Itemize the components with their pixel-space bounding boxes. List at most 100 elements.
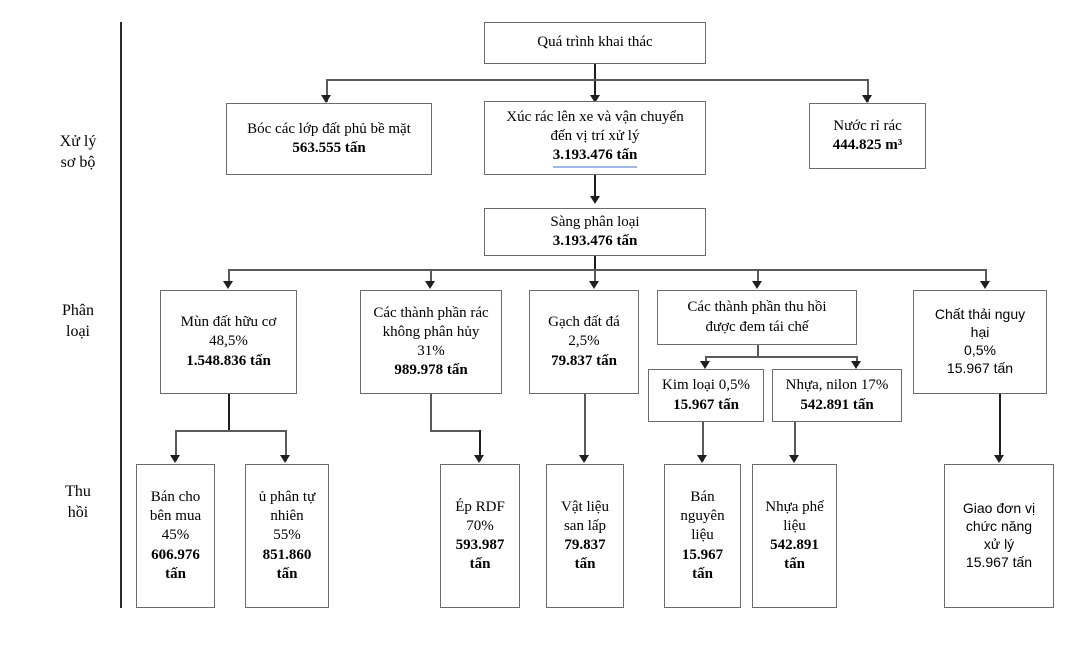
connector-screening-down: [594, 256, 596, 270]
node-strip-soil-value: 563.555 tấn: [292, 140, 366, 156]
arrow-to-plastic-scrap: [789, 455, 799, 463]
arrow-to-sell-material: [697, 455, 707, 463]
node-hazardous-percent: 0,5%: [964, 342, 996, 358]
node-compost-line-0: ủ phân tự: [258, 489, 316, 506]
connector-recyclable-bus: [705, 356, 857, 358]
node-plastic[interactable]: Nhựa, nilon 17% 542.891 tấn: [772, 369, 902, 422]
node-nondegradable-percent: 31%: [417, 343, 445, 359]
node-screening-line-0: Sàng phân loại: [550, 213, 640, 230]
node-plastic-line-0: Nhựa, nilon 17%: [785, 377, 889, 394]
node-fill-material[interactable]: Vật liệu san lấp 79.837 tấn: [546, 464, 624, 608]
node-hazardous-value: 15.967 tấn: [946, 359, 1014, 376]
node-plastic-scrap[interactable]: Nhựa phế liệu 542.891 tấn: [752, 464, 837, 608]
arrow-to-nondegradable: [425, 281, 435, 289]
node-plastic-scrap-line-0: Nhựa phế: [765, 498, 824, 515]
node-load-transport[interactable]: Xúc rác lên xe và vận chuyển đến vị trí …: [484, 101, 706, 175]
node-handover-value: 15.967 tấn: [965, 553, 1033, 570]
node-recyclable-line-1: được đem tái chế: [705, 318, 809, 335]
arrow-to-handover: [994, 455, 1004, 463]
node-load-transport-line-0: Xúc rác lên xe và vận chuyển: [506, 108, 684, 125]
node-plastic-scrap-line-1: liệu: [783, 517, 806, 534]
node-compost-percent: 55%: [273, 527, 301, 544]
stage-label-preprocess: Xử lý sơ bộ: [59, 133, 97, 171]
node-nondegradable-line-1: không phân hủy: [382, 323, 480, 340]
node-nondegradable-value: 989.978 tấn: [394, 362, 468, 379]
connector-organic-down: [228, 394, 230, 431]
node-screening-value: 3.193.476 tấn: [552, 233, 638, 249]
node-metal-line-0: Kim loại 0,5%: [662, 377, 750, 394]
node-metal-value: 15.967 tấn: [673, 396, 739, 413]
connector-transport-to-screening: [594, 175, 596, 202]
node-brick-soil[interactable]: Gạch đất đá 2,5% 79.837 tấn: [529, 290, 639, 394]
arrow-to-compost: [280, 455, 290, 463]
node-hazardous-line-1: hại: [970, 324, 990, 341]
node-compost-line-1: nhiên: [270, 508, 304, 525]
node-recyclable-line-0: Các thành phần thu hồi: [687, 299, 827, 316]
node-leachate-line-0: Nước rỉ rác: [833, 117, 902, 134]
node-compost-unit: tấn: [276, 565, 298, 582]
node-brick-soil-percent: 2,5%: [568, 333, 600, 350]
node-nondegradable-line-0: Các thành phần rác: [373, 304, 489, 321]
stage-label-recovery: Thu hồi: [65, 483, 91, 521]
connector-nondeg-drop: [479, 430, 481, 461]
node-sell-buyer-percent: 45%: [161, 527, 190, 544]
arrow-to-plastic: [851, 361, 861, 369]
node-load-transport-line-1: đến vị trí xử lý: [550, 127, 640, 144]
node-plastic-scrap-value: 542.891: [770, 537, 819, 553]
connector-organic-bus: [175, 430, 285, 432]
node-screening[interactable]: Sàng phân loại 3.193.476 tấn: [484, 208, 706, 256]
node-fill-material-line-0: Vật liệu: [561, 498, 609, 515]
node-sell-material-line-0: Bán: [690, 489, 715, 506]
connector-row2-drop-4: [757, 269, 759, 286]
node-root[interactable]: Quá trình khai thác: [484, 22, 706, 64]
node-sell-material-line-2: liệu: [691, 527, 714, 544]
node-sell-buyer[interactable]: Bán cho bên mua 45% 606.976 tấn: [136, 464, 215, 608]
node-sell-material-line-1: nguyên: [680, 508, 725, 525]
node-fill-material-unit: tấn: [574, 556, 596, 573]
node-metal[interactable]: Kim loại 0,5% 15.967 tấn: [648, 369, 764, 422]
node-hazardous[interactable]: Chất thải nguy hại 0,5% 15.967 tấn: [913, 290, 1047, 394]
stage-spine: [120, 22, 122, 608]
connector-nondeg-down: [430, 394, 432, 431]
connector-row2-drop-3: [594, 269, 596, 286]
node-organic[interactable]: Mùn đất hữu cơ 48,5% 1.548.836 tấn: [160, 290, 297, 394]
arrow-to-sell-buyer: [170, 455, 180, 463]
node-sell-material[interactable]: Bán nguyên liệu 15.967 tấn: [664, 464, 741, 608]
node-organic-percent: 48,5%: [209, 333, 248, 350]
node-strip-soil-line-0: Bóc các lớp đất phủ bề mặt: [247, 120, 411, 137]
connector-row2-drop-5: [985, 269, 987, 286]
connector-organic-drop-right: [285, 430, 287, 461]
node-sell-material-value: 15.967: [681, 546, 724, 563]
connector-row2-bus: [228, 269, 985, 271]
node-brick-soil-line-0: Gạch đất đá: [548, 314, 620, 331]
node-handover-line-2: xử lý: [983, 536, 1015, 552]
arrow-to-brick-soil: [589, 281, 599, 289]
connector-organic-drop-left: [175, 430, 177, 461]
node-sell-buyer-line-1: bên mua: [149, 508, 202, 525]
node-load-transport-value: 3.193.476 tấn: [552, 146, 638, 169]
connector-row1-right-drop: [867, 79, 869, 102]
connector-recyclable-down: [757, 345, 759, 357]
node-handover-line-1: chức năng: [965, 518, 1033, 535]
node-leachate[interactable]: Nước rỉ rác 444.825 m³: [809, 103, 926, 169]
node-nondegradable[interactable]: Các thành phần rác không phân hủy 31% 98…: [360, 290, 502, 394]
node-organic-value: 1.548.836 tấn: [186, 352, 271, 369]
node-sell-material-unit: tấn: [692, 565, 713, 582]
node-handover[interactable]: Giao đơn vị chức năng xử lý 15.967 tấn: [944, 464, 1054, 608]
node-strip-soil[interactable]: Bóc các lớp đất phủ bề mặt 563.555 tấn: [226, 103, 432, 175]
connector-row2-drop-1: [228, 269, 230, 286]
node-plastic-value: 542.891 tấn: [800, 396, 874, 413]
node-compost-value: 851.860: [262, 546, 312, 563]
node-plastic-scrap-unit: tấn: [784, 556, 805, 573]
node-compost[interactable]: ủ phân tự nhiên 55% 851.860 tấn: [245, 464, 329, 608]
arrow-to-recyclable: [752, 281, 762, 289]
arrow-to-metal: [700, 361, 710, 369]
arrow-to-strip-soil: [321, 95, 331, 103]
node-recyclable[interactable]: Các thành phần thu hồi được đem tái chế: [657, 290, 857, 345]
arrow-to-load-transport: [590, 95, 600, 103]
node-rdf[interactable]: Ép RDF 70% 593.987 tấn: [440, 464, 520, 608]
connector-plastic-down: [794, 422, 796, 461]
arrow-to-leachate: [862, 95, 872, 103]
node-handover-line-0: Giao đơn vị: [962, 500, 1036, 517]
